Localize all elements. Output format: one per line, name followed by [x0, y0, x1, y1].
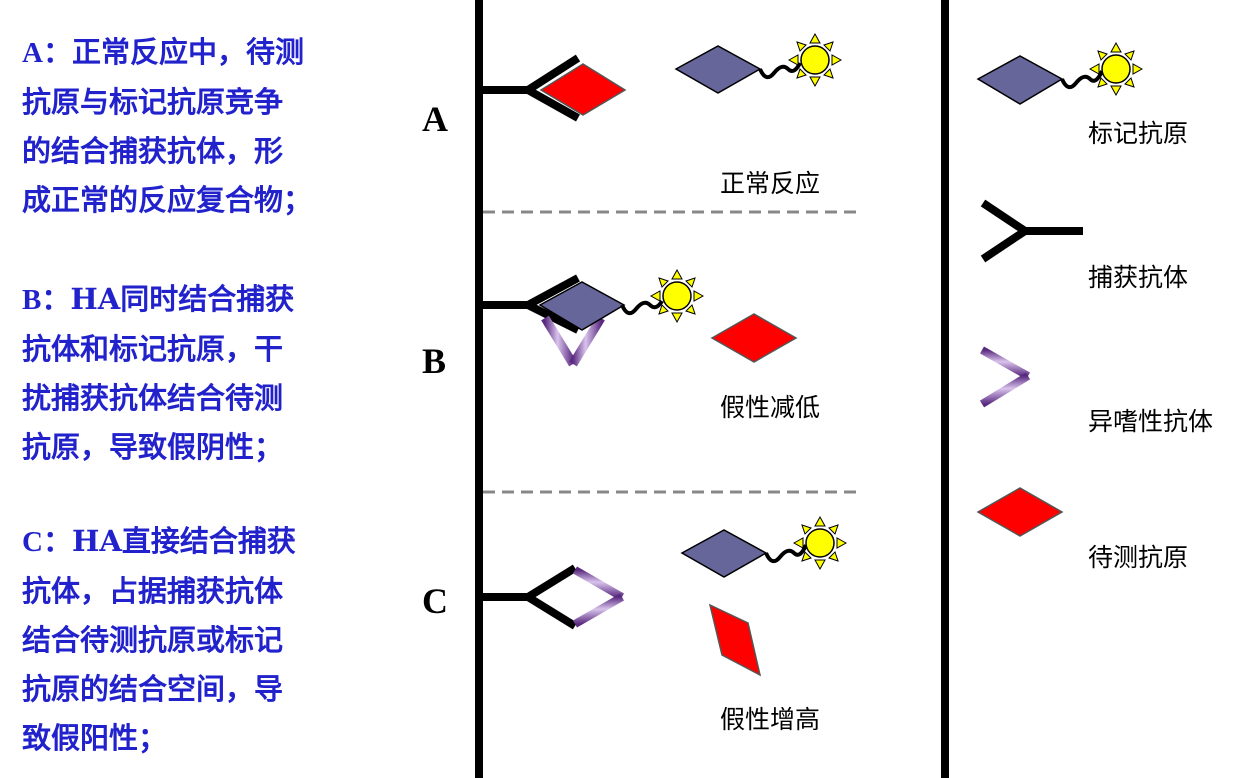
- caption-false-low: 假性减低: [720, 393, 821, 422]
- description-b-line-4: 抗原，导致假阴性；: [22, 430, 284, 464]
- description-a-line-2: 抗原与标记抗原竞争: [22, 85, 284, 119]
- description-a-line-4: 成正常的反应复合物；: [22, 183, 313, 217]
- description-a-line-1: A：正常反应中，待测: [22, 35, 304, 69]
- row-a-test-antigen: [539, 63, 627, 116]
- caption-normal: 正常反应: [720, 169, 821, 198]
- description-b-lead: B：: [22, 284, 71, 316]
- row-a-capture-antibody: [479, 54, 581, 122]
- legend-label-heterophile-antibody: 异嗜性抗体: [1088, 407, 1214, 436]
- description-b-line-3: 扰捕获抗体结合待测: [22, 381, 284, 415]
- capture-antibody-icon: [980, 199, 1083, 263]
- row-b-labeled-antigen: [538, 269, 704, 331]
- description-b-line-2: 抗体和标记抗原，干: [22, 332, 284, 366]
- row-b-capture-antibody: [479, 274, 580, 334]
- legend-label-test-antigen: 待测抗原: [1088, 543, 1189, 572]
- description-a-line-3: 的结合捕获抗体，形: [22, 134, 284, 168]
- description-c-lead: C：: [22, 526, 72, 558]
- description-c-line-5: 致假阳性；: [22, 721, 168, 755]
- row-label-b: B: [422, 341, 447, 381]
- test-antigen-icon: [976, 487, 1064, 537]
- description-b-line-1: B：HA同时结合捕获: [22, 282, 295, 316]
- heterophile-antibody-icon: [979, 346, 1082, 408]
- row-c-test-antigen: [708, 603, 762, 677]
- description-a: A：正常反应中，待测 抗原与标记抗原竞争 的结合捕获抗体，形 成正常的反应复合物…: [22, 28, 367, 225]
- description-c-line-1: C：HA直接结合捕获: [22, 524, 296, 558]
- row-a-labeled-antigen: [674, 33, 842, 94]
- row-b-heterophile-antibody: [541, 315, 605, 420]
- row-c-heterophile-antibody: [573, 566, 675, 628]
- description-a-lead: A：: [22, 37, 72, 69]
- description-c-line-3: 结合待测抗原或标记: [22, 623, 284, 657]
- description-b: B：HA同时结合捕获 抗体和标记抗原，干 扰捕获抗体结合待测 抗原，导致假阴性；: [22, 275, 367, 472]
- row-c-capture-antibody: [479, 564, 578, 630]
- row-label-c: C: [422, 581, 448, 621]
- description-c: C：HA直接结合捕获 抗体，占据捕获抗体 结合待测抗原或标记 抗原的结合空间，导…: [22, 517, 367, 763]
- description-c-line-2: 抗体，占据捕获抗体: [22, 574, 284, 608]
- row-b-test-antigen: [710, 313, 798, 363]
- row-label-a: A: [422, 99, 448, 139]
- legend-label-capture-antibody: 捕获抗体: [1088, 263, 1189, 292]
- row-c-labeled-antigen: [680, 516, 847, 578]
- labeled-antigen-icon: [976, 42, 1143, 105]
- caption-false-high: 假性增高: [720, 705, 821, 734]
- legend-label-labeled-antigen: 标记抗原: [1088, 119, 1189, 148]
- description-c-line-4: 抗原的结合空间，导: [22, 672, 284, 706]
